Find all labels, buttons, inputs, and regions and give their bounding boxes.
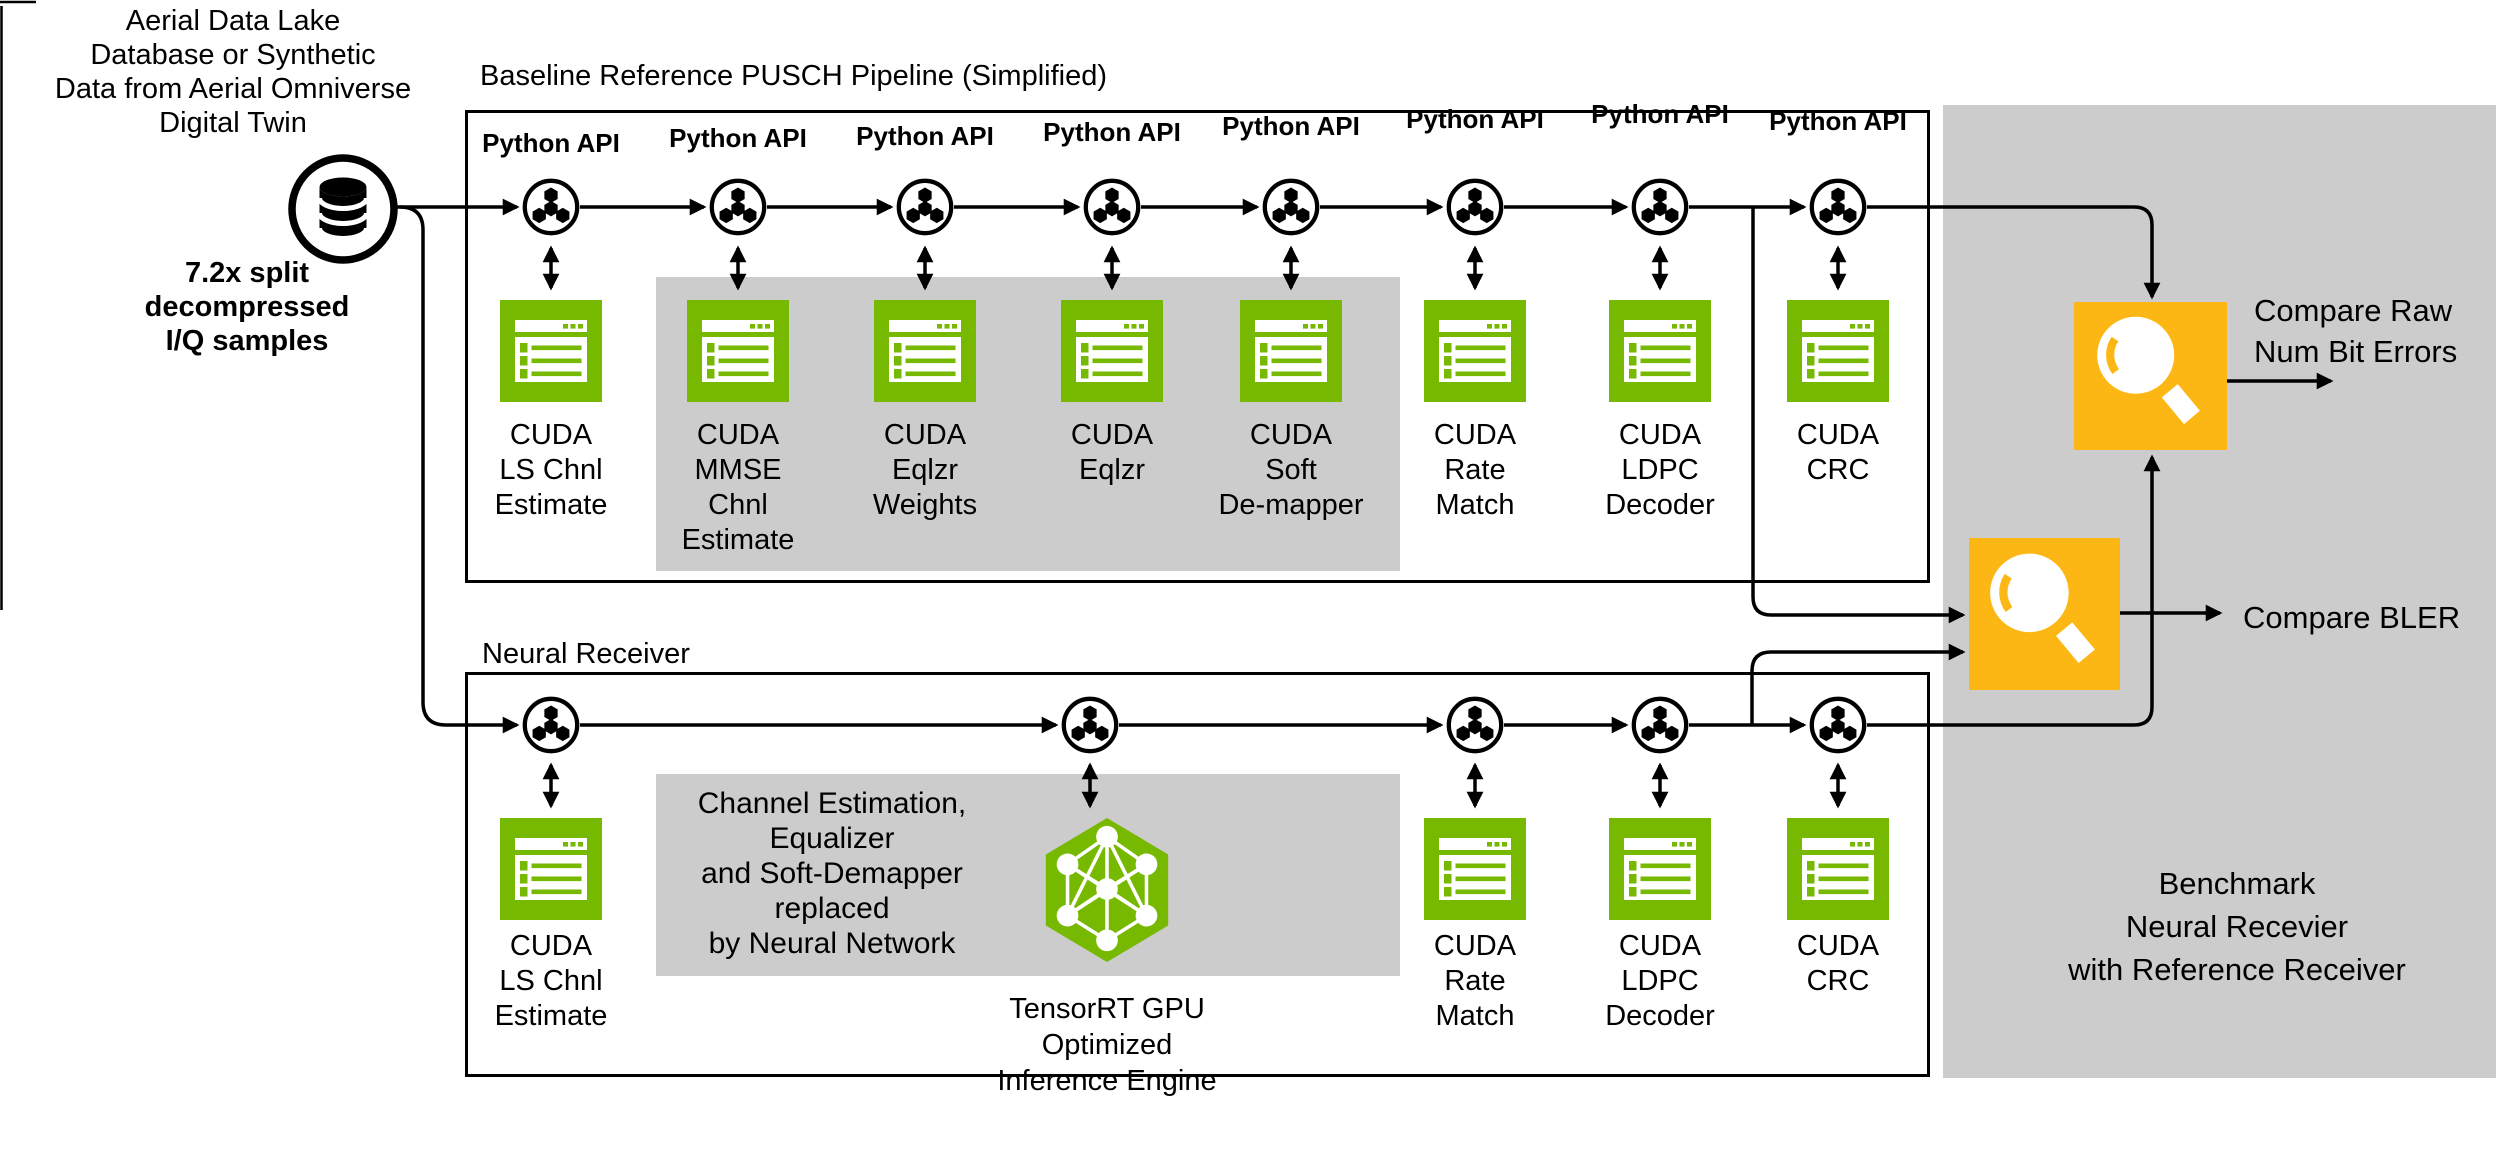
cuda-kernel-icon	[1061, 300, 1163, 402]
magnifier-icon	[2074, 302, 2227, 450]
python-api-label: Python API	[482, 128, 620, 158]
cuda-kernel-icon	[1424, 818, 1526, 920]
replacement-note: Channel Estimation, Equalizer and Soft-D…	[697, 787, 967, 960]
api-node-icon	[522, 178, 580, 236]
cuda-kernel-icon	[1787, 300, 1889, 402]
compare-bler-box	[1969, 538, 2120, 690]
stage-label: CUDA Rate Match	[1433, 930, 1517, 1032]
python-api-label: Python API	[1591, 99, 1729, 129]
stage-label: CUDA Soft De-mapper	[1218, 419, 1364, 521]
api-node-icon	[896, 178, 954, 236]
api-node-icon	[1083, 178, 1141, 236]
api-node-icon	[1061, 696, 1119, 754]
cuda-kernel-icon	[500, 818, 602, 920]
neural-receiver-box	[465, 672, 1930, 1077]
stage-label: CUDA CRC	[1796, 419, 1880, 486]
neural-receiver-title: Neural Receiver	[482, 638, 690, 670]
compare-bler-label: Compare BLER	[2243, 600, 2461, 635]
compare-raw-label: Compare Raw Num Bit Errors	[2254, 293, 2458, 369]
baseline-pipeline-title: Baseline Reference PUSCH Pipeline (Simpl…	[480, 60, 1107, 92]
stage-label: CUDA LS Chnl Estimate	[494, 930, 608, 1032]
api-node-icon	[1631, 696, 1689, 754]
database-icon	[283, 149, 403, 269]
python-api-label: Python API	[856, 121, 994, 151]
data-source-title: Aerial Data Lake Database or Synthetic D…	[54, 5, 412, 139]
api-node-icon	[1446, 696, 1504, 754]
api-node-icon	[1809, 178, 1867, 236]
python-api-label: Python API	[1769, 106, 1907, 136]
stage-label: CUDA Eqlzr Weights	[872, 419, 978, 521]
baseline-pipeline-box	[465, 110, 1930, 583]
python-api-label: Python API	[1222, 111, 1360, 141]
python-api-label: Python API	[669, 123, 807, 153]
cuda-kernel-icon	[1424, 300, 1526, 402]
stage-label: CUDA MMSE Chnl Estimate	[681, 419, 795, 556]
cuda-kernel-icon	[1240, 300, 1342, 402]
stage-label: CUDA LS Chnl Estimate	[494, 419, 608, 521]
cuda-kernel-icon	[874, 300, 976, 402]
magnifier-icon	[1969, 538, 2120, 690]
api-node-icon	[1631, 178, 1689, 236]
benchmark-caption: Benchmark Neural Recevier with Reference…	[2068, 866, 2406, 987]
api-node-icon	[709, 178, 767, 236]
cuda-kernel-icon	[1787, 818, 1889, 920]
python-api-label: Python API	[1043, 117, 1181, 147]
neural-replacement-region	[656, 774, 1400, 976]
cuda-kernel-icon	[500, 300, 602, 402]
iq-samples-note: 7.2x split decompressed I/Q samples	[144, 257, 350, 357]
stage-label: CUDA LDPC Decoder	[1605, 419, 1715, 521]
stage-label: CUDA LDPC Decoder	[1605, 930, 1715, 1032]
stage-label: CUDA Rate Match	[1433, 419, 1517, 521]
compare-bits-box	[2074, 302, 2227, 450]
api-node-icon	[1262, 178, 1320, 236]
python-api-label: Python API	[1406, 104, 1544, 134]
neural-network-icon	[1042, 816, 1172, 964]
cuda-kernel-icon	[1609, 818, 1711, 920]
stage-label: CUDA CRC	[1796, 930, 1880, 997]
cuda-kernel-icon	[1609, 300, 1711, 402]
api-node-icon	[1809, 696, 1867, 754]
api-node-icon	[522, 696, 580, 754]
tensorrt-engine-label: TensorRT GPU Optimized Inference Engine	[997, 993, 1217, 1097]
stage-label: CUDA Eqlzr	[1070, 419, 1154, 486]
api-node-icon	[1446, 178, 1504, 236]
cuda-kernel-icon	[687, 300, 789, 402]
